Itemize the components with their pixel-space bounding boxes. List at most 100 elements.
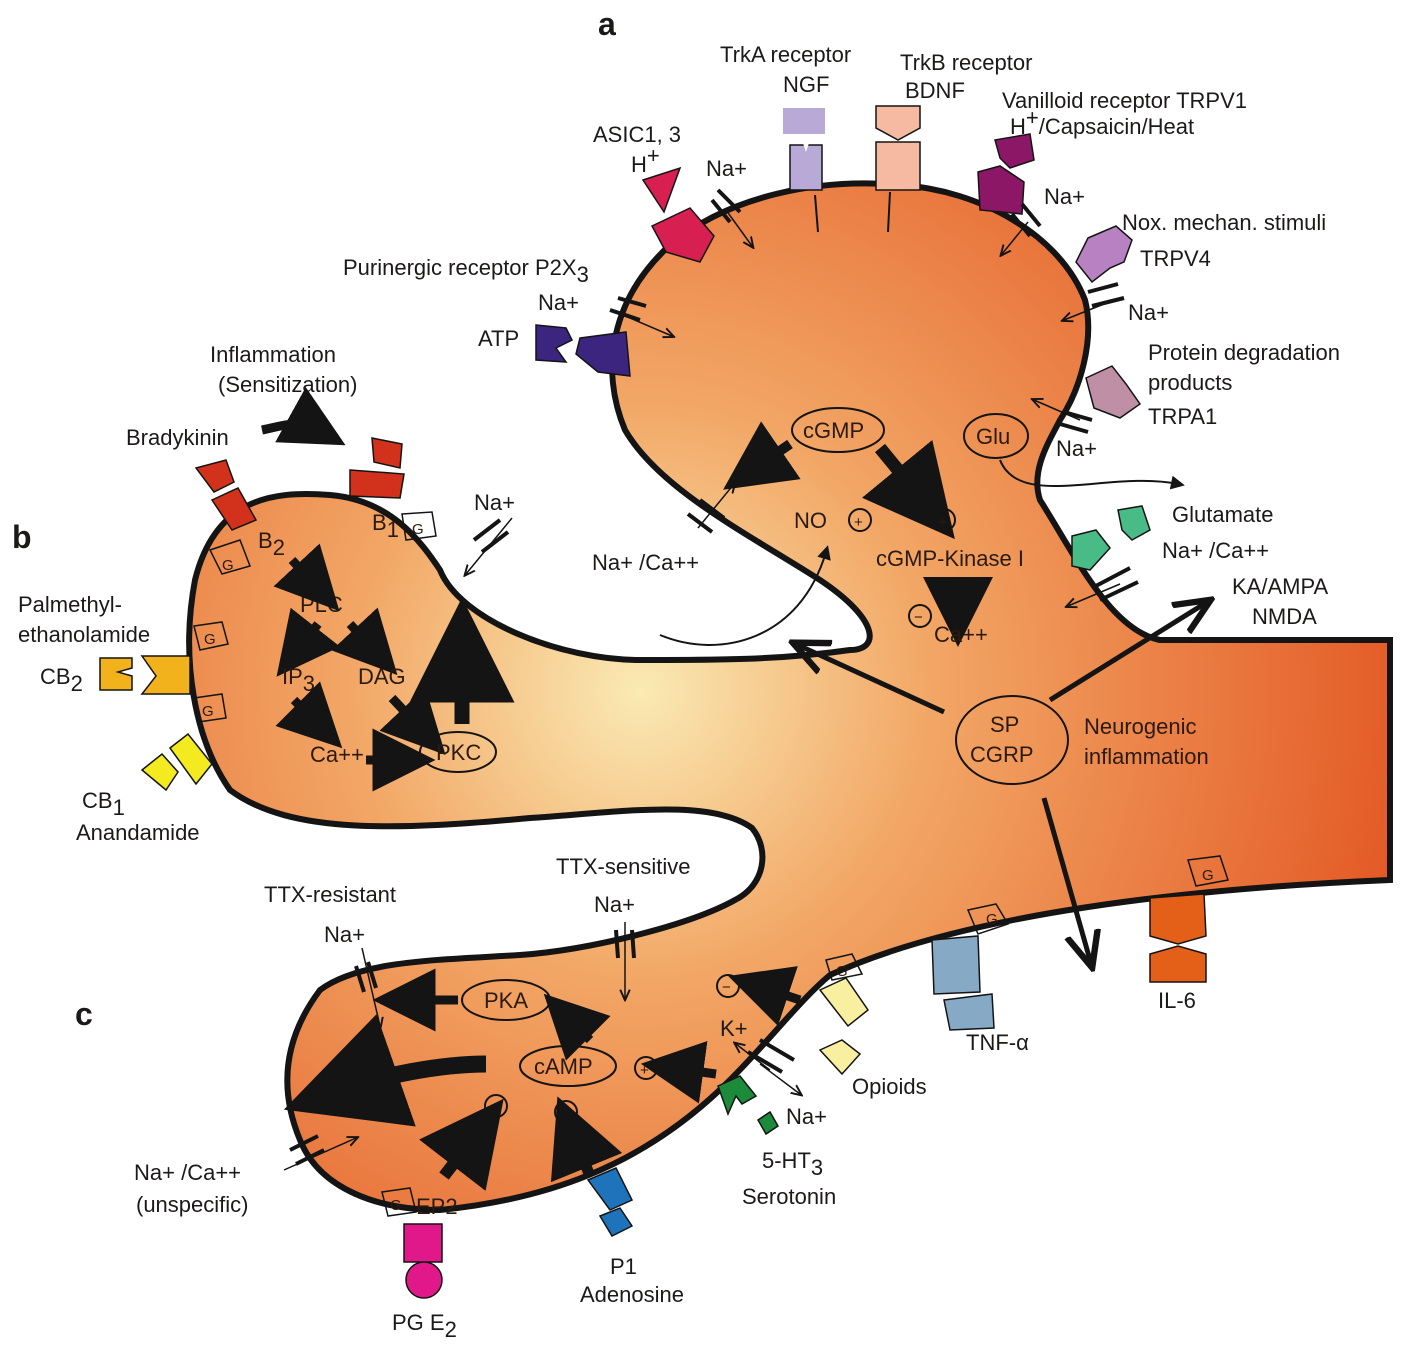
neurogenic-label-1: Neurogenic	[1084, 714, 1197, 739]
trpv4-na-channel	[1064, 282, 1125, 320]
trpv1-na-label: Na+	[1044, 184, 1085, 209]
unspecific-na-ca-label: Na+ /Ca++	[134, 1160, 241, 1185]
glu-oval	[963, 413, 1029, 459]
c-plus-text-1: +	[640, 1062, 649, 1079]
bdnf-label: BDNF	[905, 78, 965, 103]
ht3-na-label: Na+	[786, 1104, 827, 1129]
asic-h-label: H+	[631, 143, 660, 177]
ka-ampa-label: KA/AMPA	[1232, 574, 1329, 599]
trpv1-receptor	[977, 133, 1035, 215]
trka-receptor	[783, 108, 825, 233]
unspecific-na-ca-channel	[283, 1134, 356, 1171]
pkc-oval	[419, 731, 497, 773]
panel-label-b: b	[12, 519, 32, 555]
ca-minus-text: −	[914, 609, 923, 626]
pkc-label: PKC	[436, 740, 481, 765]
sp-release-arrow-right	[1048, 604, 1204, 703]
cb2-label: CB2	[40, 664, 83, 696]
glu-release-arrow	[999, 459, 1185, 490]
b1-receptor	[349, 437, 437, 541]
ttxs-na-label: Na+	[594, 892, 635, 917]
g-b-2-label: G	[202, 703, 214, 720]
trka-label: TrkA receptor	[720, 42, 851, 67]
cell-body	[186, 180, 1393, 1214]
glu-label: Glu	[976, 424, 1010, 449]
adenosine-label: Adenosine	[580, 1282, 684, 1307]
trpv4-label: TRPV4	[1140, 246, 1211, 271]
cb2-receptor	[99, 655, 191, 695]
b2-g-label: G	[222, 557, 234, 574]
no-plus-text: +	[854, 514, 863, 531]
protein-label-2: products	[1148, 370, 1232, 395]
glu-na-ca-channel	[1068, 566, 1139, 606]
panel-label-a: a	[598, 6, 616, 42]
b-na-label: Na+	[474, 490, 515, 515]
tnf-g-label: G	[986, 911, 998, 928]
b2-receptor	[194, 459, 258, 575]
no-feedback-arrow	[659, 545, 831, 646]
ca-b-label: Ca++	[310, 742, 364, 767]
opioids-label: Opioids	[852, 1074, 927, 1099]
nox-label: Nox. mechan. stimuli	[1122, 210, 1326, 235]
camp-main-arrow	[283, 1014, 487, 1127]
sp-release-arrow-down	[1041, 797, 1090, 960]
trpv1-label: Vanilloid receptor TRPV1	[1002, 88, 1247, 113]
asic-channel	[641, 166, 715, 263]
serotonin-label: Serotonin	[742, 1184, 836, 1209]
na-ca-left-label: Na+ /Ca++	[592, 550, 699, 575]
il6-receptor	[1149, 855, 1229, 983]
trpv4-receptor	[1075, 225, 1133, 284]
g-protein-b-1	[193, 621, 229, 651]
no-plus-sign	[848, 508, 872, 532]
glu-na-ca-label: Na+ /Ca++	[1162, 538, 1269, 563]
trpv1-na-channel	[1002, 202, 1042, 254]
sp-release-arrow-left	[800, 646, 946, 715]
cgmp-kinase-label: cGMP-Kinase I	[876, 546, 1024, 571]
trpv4-na-label: Na+	[1128, 300, 1169, 325]
trkb-receptor	[875, 105, 921, 233]
ep2-g-label: G	[390, 1197, 402, 1214]
plc-to-ip3-arrow	[276, 607, 341, 677]
pge2-label: PG E2	[392, 1310, 457, 1342]
sp-label: SP	[990, 712, 1019, 737]
protein-label-1: Protein degradation	[1148, 340, 1340, 365]
neurogenic-label-2: inflammation	[1084, 744, 1209, 769]
g-protein-b-2	[193, 693, 227, 723]
p1-receptor	[586, 1167, 634, 1237]
g-b-1-label: G	[204, 631, 216, 648]
c-plus-text-2: +	[490, 1100, 499, 1117]
pka-label: PKA	[484, 988, 528, 1013]
palm-label-1: Palmethyl-	[18, 592, 122, 617]
asic-na-channel	[710, 188, 752, 246]
camp-to-pka-arrow	[543, 993, 611, 1061]
opioid-inhibit-arrow	[728, 966, 802, 1026]
no-label: NO	[794, 508, 827, 533]
atp-label: ATP	[478, 326, 519, 351]
b1-g-label: G	[412, 521, 424, 538]
nmda-label: NMDA	[1252, 604, 1317, 629]
ht3-label: 5-HT3	[762, 1148, 823, 1180]
b1-label: B1	[372, 510, 399, 542]
trpa1-na-channel	[1034, 400, 1093, 434]
trpv1-ligand: H+/Capsaicin/Heat	[1010, 105, 1194, 139]
p1-label: P1	[610, 1254, 637, 1279]
anandamide-label: Anandamide	[76, 820, 200, 845]
ca-minus-sign	[908, 604, 932, 628]
p1-to-plus-arrow	[550, 1096, 623, 1183]
il6-label: IL-6	[1158, 988, 1196, 1013]
ngf-label: NGF	[783, 72, 829, 97]
c-plus-text-3: +	[560, 1106, 569, 1123]
na-ca-left-channel	[686, 484, 734, 534]
trpa1-label: TRPA1	[1148, 404, 1217, 429]
opioid-g-label: G	[836, 963, 848, 980]
cgmp-to-channel-arrow	[723, 421, 801, 490]
p2x3-na-channel	[609, 296, 672, 336]
palm-label-2: ethanolamide	[18, 622, 150, 647]
c-minus-text: −	[722, 979, 731, 996]
ttxr-na-label: Na+	[324, 922, 365, 947]
asic-na-label: Na+	[706, 156, 747, 181]
ttx-resistant-label: TTX-resistant	[264, 882, 396, 907]
opioid-receptor	[818, 953, 870, 1076]
